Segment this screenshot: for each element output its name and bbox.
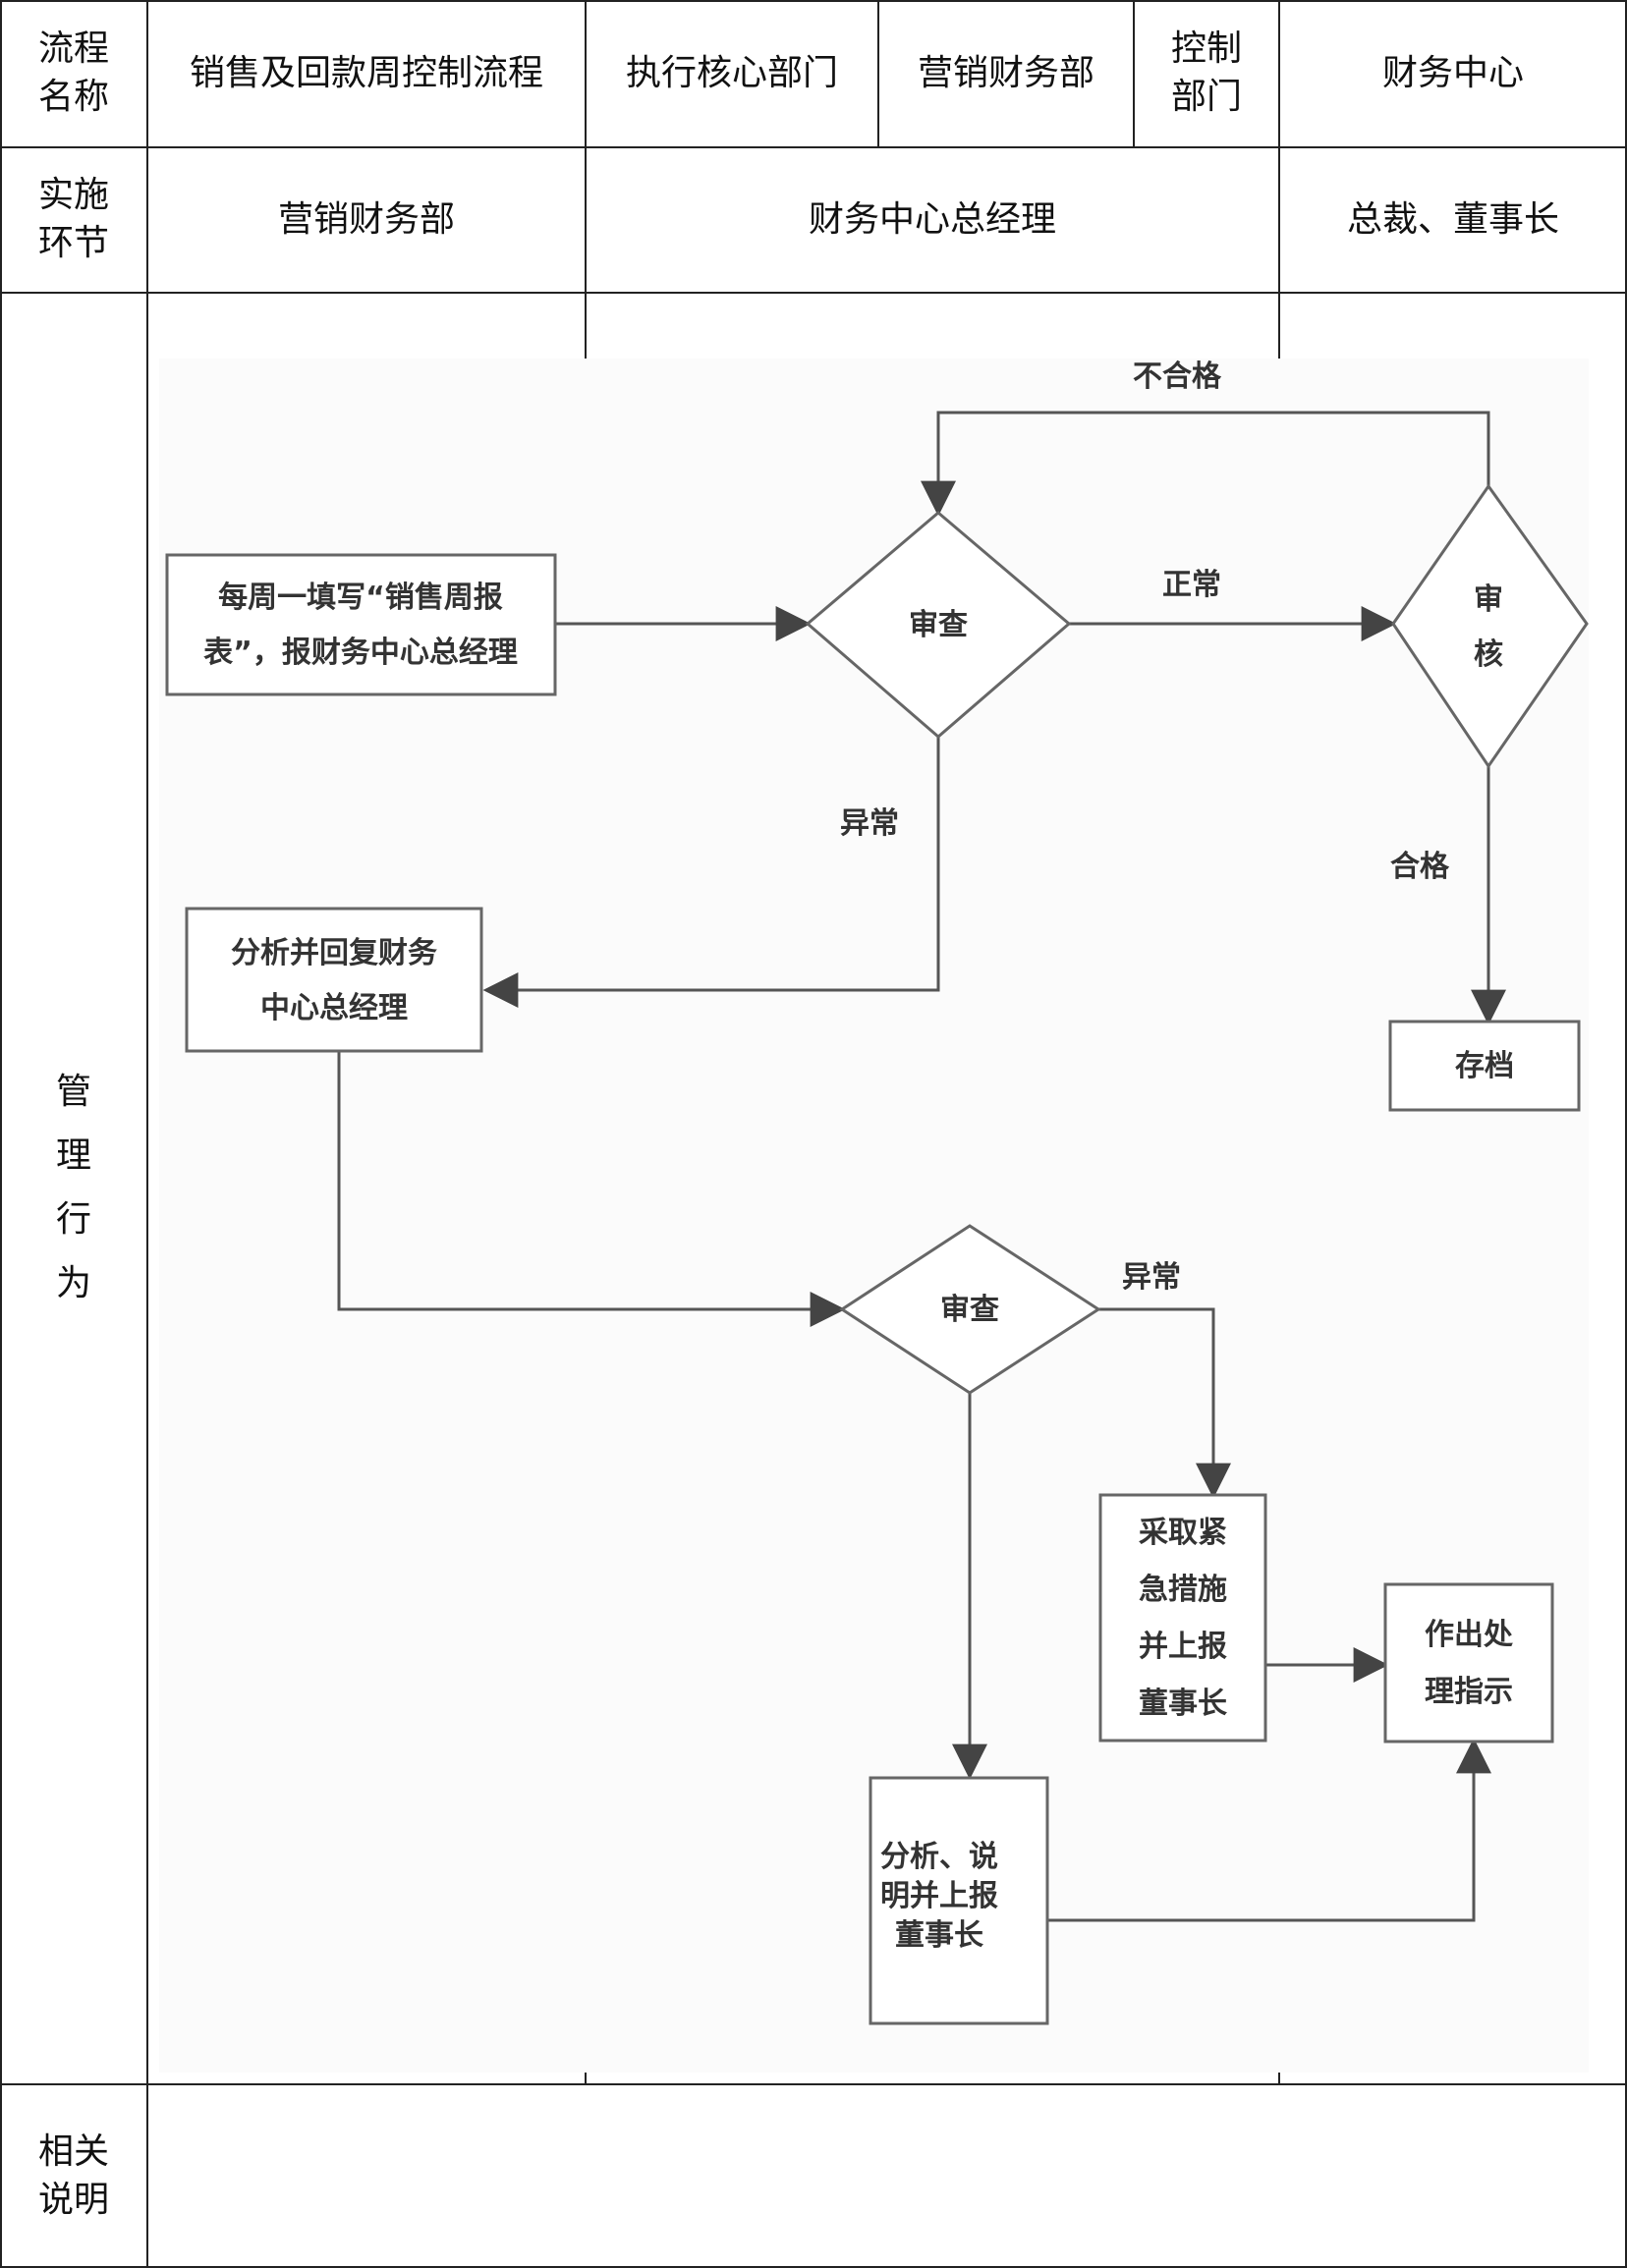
exec-dept-label: 执行核心部门 xyxy=(625,52,838,93)
edge-label-abnormal2: 异常 xyxy=(1122,1260,1181,1295)
edge-analyze-report-to-instruct xyxy=(1047,1738,1491,1922)
edge-analyze-to-review2 xyxy=(337,1051,846,1327)
node-instruct xyxy=(1383,1582,1554,1743)
implementation-label: 实施 环节 xyxy=(37,175,109,263)
management-behavior-label: 管 理 行 为 xyxy=(55,1072,91,1303)
node-review2 xyxy=(839,1224,1101,1395)
process-name-label: 流程 名称 xyxy=(37,28,109,117)
node-label-fill-report: 每周一填写“销售周报表”，报财务中心总经理 xyxy=(203,581,518,670)
edge-review2-abnormal xyxy=(1098,1307,1231,1499)
node-review1 xyxy=(805,511,1072,739)
node-label-audit: 审核 xyxy=(1474,582,1503,672)
edge-label-abnormal1: 异常 xyxy=(840,806,899,841)
node-label-analyze-report: 分析、说明并上报董事长 xyxy=(880,1840,998,1953)
node-emergency xyxy=(1098,1493,1267,1742)
edge-review1-abnormal xyxy=(482,737,940,1008)
node-label-emergency: 采取紧急措施并上报董事长 xyxy=(1139,1516,1227,1721)
process-name-value: 销售及回款周控制流程 xyxy=(189,52,543,93)
related-notes-label: 相关 说明 xyxy=(37,2130,109,2220)
edge-audit-unqualified xyxy=(921,411,1490,517)
node-audit xyxy=(1391,483,1589,769)
control-dept-label: 控制 部门 xyxy=(1170,28,1242,117)
node-archive xyxy=(1388,1020,1581,1112)
node-analyze-report xyxy=(869,1776,1049,2025)
exec-dept-value: 营销财务部 xyxy=(917,52,1094,93)
lane-marketing-finance: 营销财务部 xyxy=(277,198,455,240)
node-label-instruct: 作出处理指示 xyxy=(1425,1618,1513,1709)
edge-label-normal: 正常 xyxy=(1162,568,1221,602)
edge-label-qualified: 合格 xyxy=(1390,850,1450,884)
node-fill-report xyxy=(165,553,557,696)
node-label-archive: 存档 xyxy=(1455,1049,1514,1083)
edge-label-unqualified: 不合格 xyxy=(1133,360,1222,394)
node-label-review2: 审查 xyxy=(940,1293,999,1327)
control-dept-value: 财务中心 xyxy=(1381,52,1524,93)
node-label-review1: 审查 xyxy=(909,608,968,642)
lane-president-chairman: 总裁、董事长 xyxy=(1346,198,1559,240)
node-analyze-reply xyxy=(185,907,483,1053)
node-label-analyze-reply: 分析并回复财务中心总经理 xyxy=(231,936,437,1025)
lane-finance-gm: 财务中心总经理 xyxy=(808,198,1056,240)
